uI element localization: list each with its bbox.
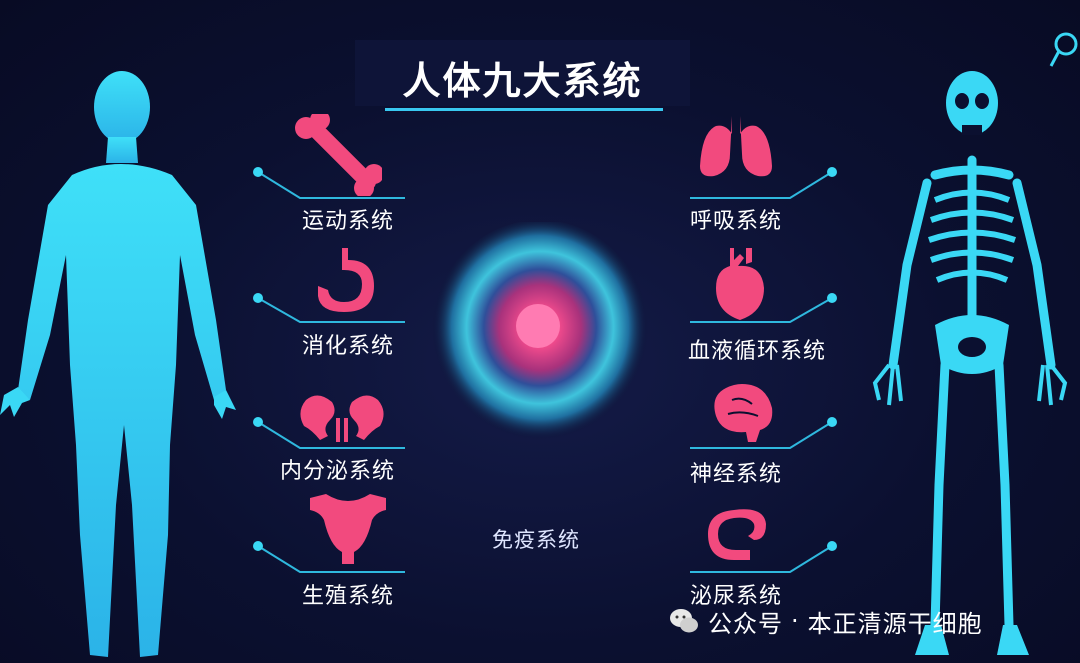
heart-icon bbox=[716, 248, 764, 320]
label-digestive-system: 消化系统 bbox=[302, 334, 395, 359]
human-silhouette-figure bbox=[0, 71, 236, 657]
watermark-dot: · bbox=[791, 607, 800, 635]
brain-icon bbox=[714, 384, 773, 442]
intestine-icon bbox=[708, 509, 766, 560]
label-endocrine-system: 内分泌系统 bbox=[280, 459, 396, 484]
bone-icon bbox=[295, 114, 382, 196]
label-circulatory-system: 血液循环系统 bbox=[688, 339, 827, 364]
label-immune-system: 免疫系统 bbox=[492, 528, 580, 552]
skeleton-figure bbox=[872, 71, 1068, 655]
wechat-icon bbox=[670, 609, 698, 633]
stomach-icon bbox=[318, 248, 374, 312]
watermark: 公众号 · 本正清源干细胞 bbox=[668, 603, 983, 639]
label-reproductive-system: 生殖系统 bbox=[302, 584, 395, 609]
lungs-icon bbox=[700, 116, 772, 177]
label-nervous-system: 神经系统 bbox=[690, 462, 783, 487]
watermark-account: 公众号 bbox=[708, 609, 783, 638]
watermark-name: 本正清源干细胞 bbox=[807, 609, 983, 638]
label-urinary-system: 泌尿系统 bbox=[690, 584, 783, 609]
page-title: 人体九大系统 bbox=[402, 59, 643, 103]
title-underline bbox=[385, 108, 663, 111]
uterus-icon bbox=[310, 494, 386, 564]
immune-cell-icon bbox=[432, 222, 648, 444]
label-motor-system: 运动系统 bbox=[302, 209, 395, 234]
kidney-icon bbox=[300, 395, 384, 442]
label-respiratory-system: 呼吸系统 bbox=[690, 209, 783, 234]
search-icon bbox=[1049, 32, 1078, 67]
title-box: 人体九大系统 bbox=[355, 40, 690, 106]
